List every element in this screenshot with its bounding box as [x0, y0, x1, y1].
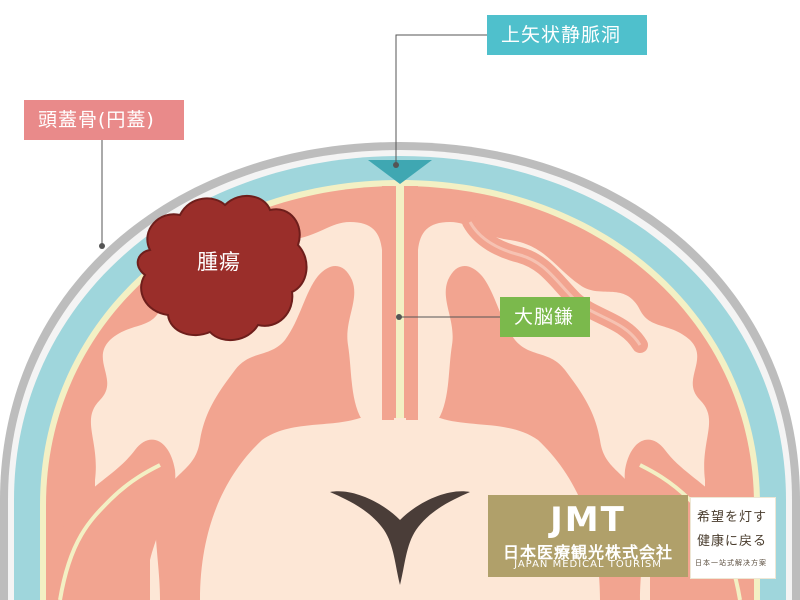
falx-edge-right: [406, 186, 418, 420]
tumor-label: 腫瘍: [197, 250, 241, 274]
skull-leader-dot: [99, 243, 105, 249]
logo-mark: JMT: [550, 500, 626, 540]
sulcus-left-lower: [52, 439, 176, 600]
sulcus-left-lower-line: [58, 463, 161, 600]
tagline-line-1: 希望を灯す: [697, 510, 768, 525]
logo-company-name-jp: 日本医療観光株式会社: [502, 543, 673, 562]
logo-company-name-en: JAPAN MEDICAL TOURISM: [514, 559, 662, 570]
company-logo: JMT 日本医療観光株式会社 JAPAN MEDICAL TOURISM: [488, 495, 688, 577]
sinus-leader-dot: [393, 162, 399, 168]
left-hemisphere-inner: [90, 222, 383, 600]
falx-leader-dot: [396, 314, 402, 320]
tagline-line-2: 健康に戻る: [697, 534, 768, 549]
falx-label: 大脳鎌: [500, 297, 590, 337]
right-hemisphere-inner: [418, 222, 710, 600]
lateral-ventricle: [330, 491, 470, 585]
tagline-line-3: 日本一站式解决方案: [695, 559, 767, 567]
sinus-leader-line: [395, 34, 487, 164]
superior-sagittal-sinus: [368, 160, 432, 184]
logo-tagline: 希望を灯す 健康に戻る 日本一站式解决方案: [690, 497, 776, 579]
sulcus-right-upper-line: [468, 221, 642, 346]
tumor: [136, 195, 308, 341]
falx-cerebri: [396, 186, 404, 418]
falx-edge-left: [382, 186, 394, 420]
skull-label: 頭蓋骨(円蓋): [24, 100, 184, 140]
sinus-label: 上矢状静脈洞: [487, 15, 647, 55]
